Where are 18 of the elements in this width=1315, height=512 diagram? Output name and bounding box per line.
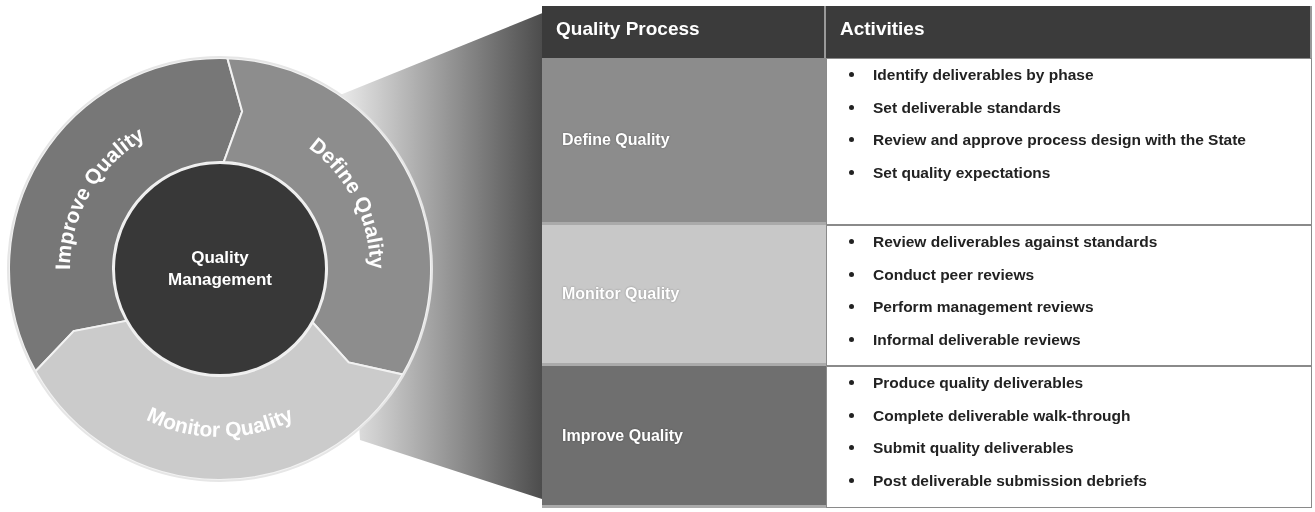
activity-item: Review and approve process design with the State — [873, 130, 1246, 149]
process-name: Improve Quality — [562, 426, 683, 445]
activity-item: Perform management reviews — [873, 297, 1094, 316]
activity-item: Produce quality deliverables — [873, 373, 1084, 392]
activity-item: Submit quality deliverables — [873, 438, 1074, 457]
activity-item: Informal deliverable reviews — [873, 329, 1081, 349]
activity-item: Conduct peer reviews — [873, 264, 1035, 284]
column-header: Activities — [826, 6, 1312, 58]
activity-item: Review deliverables against standards — [873, 232, 1158, 251]
center-label: Quality Management — [167, 246, 273, 291]
activity-item: Identify deliverables by phase — [873, 65, 1094, 84]
activity-item: Set quality expectations — [873, 162, 1051, 182]
column-header: Quality Process — [542, 6, 826, 58]
activity-item: Complete deliverable walk-through — [873, 405, 1131, 425]
process-name: Define Quality — [562, 131, 670, 149]
activity-item: Set deliverable standards — [873, 97, 1061, 117]
activity-item: Post deliverable submission debriefs — [873, 470, 1147, 490]
ring-segment — [34, 319, 404, 481]
